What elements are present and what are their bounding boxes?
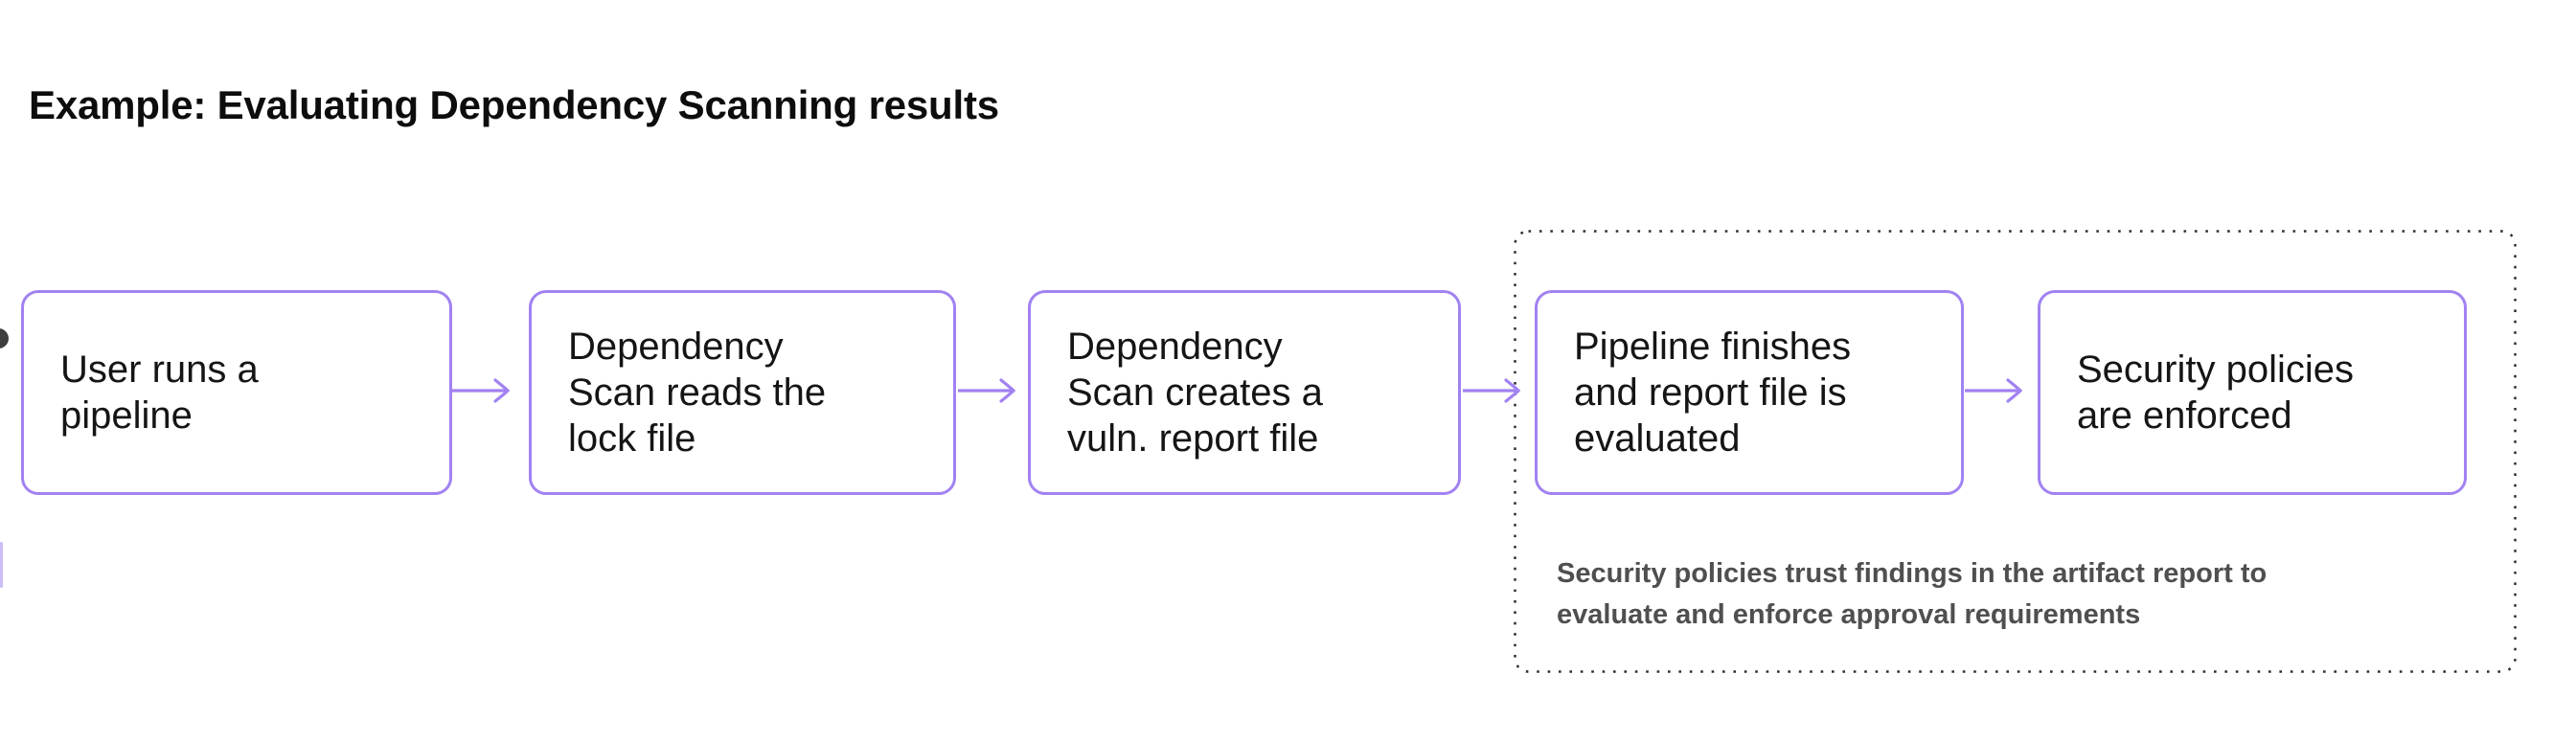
left-edge-cropped-shape (0, 542, 3, 588)
step-label-line: Dependency (1067, 326, 1283, 368)
step-label-line: pipeline (60, 394, 193, 437)
step-label: Security policies are enforced (2077, 347, 2354, 438)
step-label-line: are enforced (2077, 394, 2292, 437)
flow-arrow-1-icon (452, 378, 510, 403)
step-label-line: Security policies (2077, 349, 2355, 391)
step-label: Dependency Scan creates a vuln. report f… (1067, 324, 1323, 461)
flow-arrow-3-icon (1463, 378, 1520, 403)
step-box-pipeline-finishes-evaluated: Pipeline finishes and report file is eva… (1535, 290, 1964, 495)
step-box-dependency-scan-reads-lock-file: Dependency Scan reads the lock file (529, 290, 956, 495)
step-label-line: Scan creates a (1067, 371, 1323, 414)
step-label-line: Dependency (568, 326, 784, 368)
step-label-line: and report file is (1574, 371, 1847, 414)
step-label-line: evaluated (1574, 417, 1741, 460)
step-label-line: lock file (568, 417, 696, 460)
step-label-line: User runs a (60, 349, 259, 391)
step-label: User runs a pipeline (60, 347, 259, 438)
flow-arrow-4-icon (1965, 378, 2022, 403)
step-label: Dependency Scan reads the lock file (568, 324, 826, 461)
step-box-security-policies-enforced: Security policies are enforced (2038, 290, 2467, 495)
flow-arrow-2-icon (958, 378, 1015, 403)
left-edge-dot-decoration (0, 328, 9, 349)
diagram-title: Example: Evaluating Dependency Scanning … (29, 82, 999, 127)
step-label: Pipeline finishes and report file is eva… (1574, 324, 1851, 461)
group-note: Security policies trust findings in the … (1557, 553, 2267, 636)
group-note-line: Security policies trust findings in the … (1557, 558, 2268, 589)
step-box-user-runs-pipeline: User runs a pipeline (21, 290, 452, 495)
step-label-line: Pipeline finishes (1574, 326, 1852, 368)
group-note-line: evaluate and enforce approval requiremen… (1557, 599, 2141, 630)
step-box-dependency-scan-creates-report: Dependency Scan creates a vuln. report f… (1028, 290, 1461, 495)
step-label-line: Scan reads the (568, 371, 827, 414)
step-label-line: vuln. report file (1067, 417, 1319, 460)
